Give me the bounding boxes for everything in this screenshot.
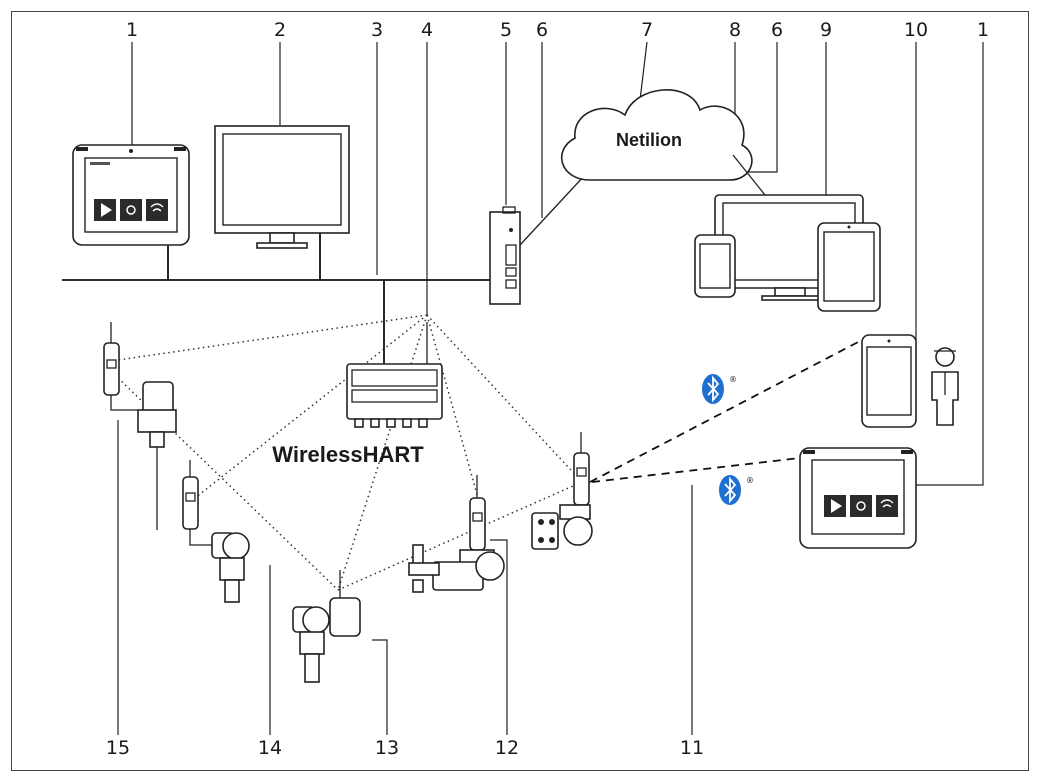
callout-numbers: 1 2 3 4 5 6 7 8 6 9 10 1 15 14 13 12 11 bbox=[106, 19, 989, 759]
callout-5: 5 bbox=[500, 19, 512, 41]
wireless-icon bbox=[876, 495, 898, 517]
bluetooth-icon: ® bbox=[719, 475, 754, 505]
callout-6-right: 6 bbox=[771, 19, 783, 41]
settings-icon bbox=[850, 495, 872, 517]
wirelesshart-gateway bbox=[346, 322, 443, 428]
callout-7: 7 bbox=[641, 19, 653, 41]
callout-3: 3 bbox=[371, 19, 383, 41]
callout-13: 13 bbox=[375, 737, 399, 759]
wireless-adapter-dp-transmitter bbox=[531, 432, 593, 550]
callout-15: 15 bbox=[106, 737, 130, 759]
svg-text:®: ® bbox=[729, 375, 737, 384]
cloud-label: Netilion bbox=[616, 130, 682, 150]
edge-device bbox=[489, 174, 586, 305]
wireless-adapter-pressure-transmitter bbox=[182, 460, 250, 603]
callout-1-top: 1 bbox=[126, 19, 138, 41]
remote-devices bbox=[694, 194, 881, 312]
network-bus bbox=[62, 232, 490, 365]
callout-6-left: 6 bbox=[536, 19, 548, 41]
wireless-icon bbox=[146, 199, 168, 221]
callout-2: 2 bbox=[274, 19, 286, 41]
control-system-monitor bbox=[214, 125, 350, 249]
callout-4: 4 bbox=[421, 19, 433, 41]
callout-8: 8 bbox=[729, 19, 741, 41]
settings-icon bbox=[120, 199, 142, 221]
bluetooth-icon: ® bbox=[702, 374, 737, 404]
field-tablet-top bbox=[72, 144, 190, 246]
transmitter-with-adapter bbox=[292, 570, 361, 683]
callout-14: 14 bbox=[258, 737, 282, 759]
diagram-frame bbox=[11, 11, 1029, 771]
wireless-adapter-level-probe bbox=[103, 322, 177, 530]
callout-1-right: 1 bbox=[977, 19, 989, 41]
svg-text:®: ® bbox=[746, 476, 754, 485]
network-label: WirelessHART bbox=[272, 442, 424, 467]
callout-12: 12 bbox=[495, 737, 519, 759]
leader-lines bbox=[117, 41, 984, 735]
wireless-adapter-flowmeter bbox=[408, 475, 505, 593]
callout-10: 10 bbox=[904, 19, 928, 41]
cloud: Netilion bbox=[560, 89, 766, 196]
callout-9: 9 bbox=[820, 19, 832, 41]
callout-11: 11 bbox=[680, 737, 704, 759]
smartphone-user bbox=[861, 334, 959, 428]
field-tablet-right bbox=[799, 447, 917, 549]
